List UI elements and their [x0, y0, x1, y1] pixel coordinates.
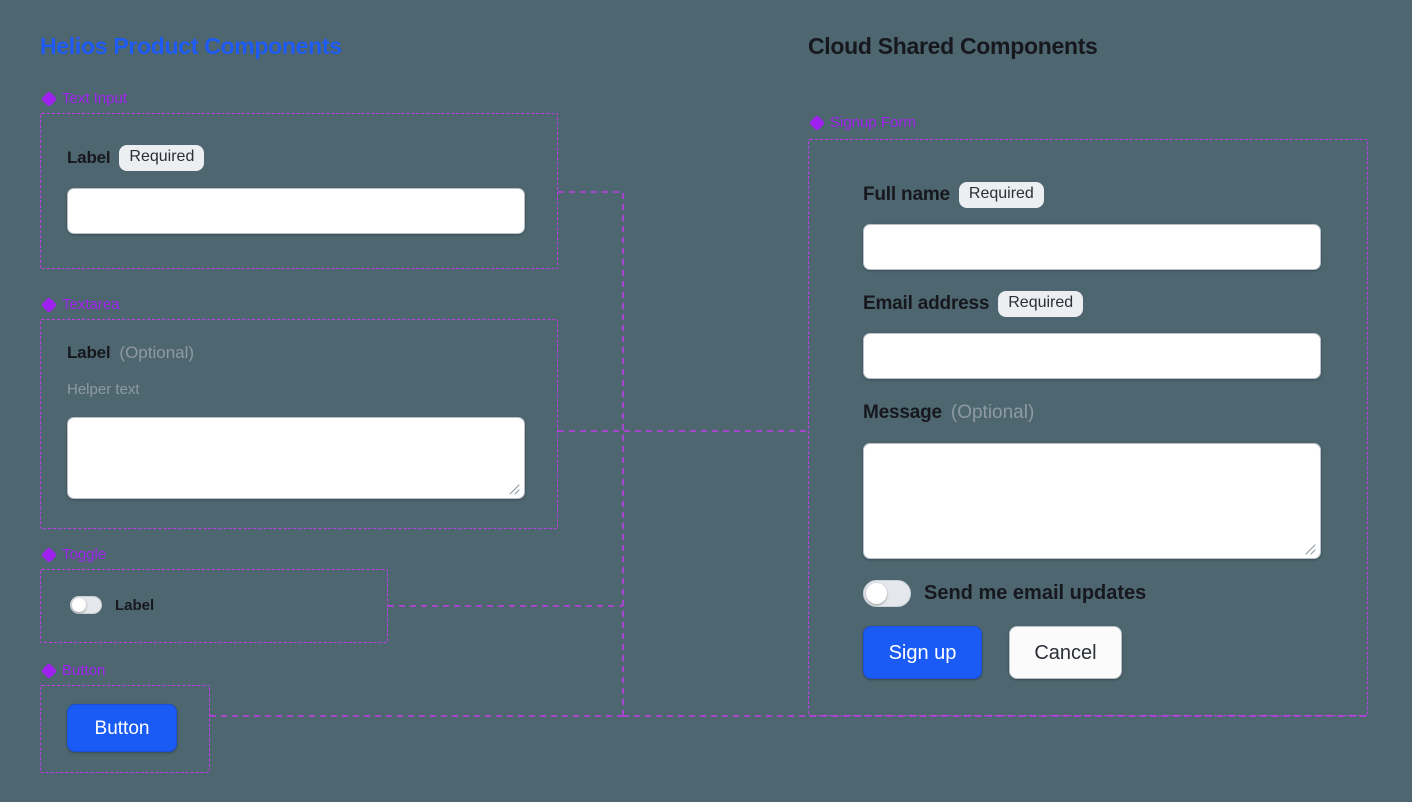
required-badge: Required [958, 182, 1044, 208]
optional-tag: (Optional) [119, 343, 195, 362]
email-label-row: Email address Required [863, 291, 1084, 317]
sign-up-button[interactable]: Sign up [863, 626, 982, 679]
email-wrapper [863, 333, 1321, 379]
email-updates-toggle[interactable] [863, 580, 911, 607]
message-wrapper [863, 443, 1321, 559]
textarea-helper-text: Helper text [67, 381, 140, 398]
frame-toggle [40, 569, 388, 643]
full-name-input[interactable] [863, 224, 1321, 270]
section-label-toggle: Toggle [42, 546, 106, 563]
connector-text-input [558, 191, 624, 716]
component-diamond-icon [42, 91, 56, 106]
text-input-wrapper [67, 188, 525, 234]
message-textarea[interactable] [863, 443, 1321, 559]
section-label-text-input: Text Input [42, 90, 127, 107]
section-label-text: Button [62, 662, 106, 679]
email-updates-label: Send me email updates [924, 582, 1147, 604]
text-input-label-row: Label Required [67, 145, 205, 171]
required-badge: Required [119, 145, 205, 171]
full-name-wrapper [863, 224, 1321, 270]
toggle-knob [866, 583, 887, 604]
section-label-text: Textarea [62, 296, 120, 313]
right-panel-title: Cloud Shared Components [808, 33, 1098, 59]
component-diamond-icon [42, 547, 56, 562]
section-label-text: Signup Form [830, 114, 916, 131]
section-label-text: Text Input [62, 90, 128, 107]
frame-signup-form [808, 139, 1368, 716]
email-updates-toggle-row: Send me email updates [863, 580, 1146, 607]
component-diamond-icon [42, 663, 56, 678]
section-label-textarea: Textarea [42, 296, 120, 313]
section-label-text: Toggle [62, 546, 107, 563]
component-diamond-icon [810, 115, 824, 130]
frame-textarea [40, 319, 558, 529]
left-panel-title: Helios Product Components [40, 33, 342, 59]
email-input[interactable] [863, 333, 1321, 379]
message-label: Message [863, 402, 942, 423]
full-name-label: Full name [863, 183, 950, 205]
toggle-knob [72, 598, 86, 612]
toggle-row: Label [70, 596, 154, 614]
email-label: Email address [863, 292, 990, 314]
full-name-label-row: Full name Required [863, 182, 1044, 208]
frame-button [40, 685, 210, 773]
section-label-button: Button [42, 662, 105, 679]
component-diamond-icon [42, 297, 56, 312]
section-label-signup-form: Signup Form [810, 114, 916, 131]
text-input-label: Label [67, 147, 111, 167]
message-label-row: Message (Optional) [863, 402, 1034, 424]
textarea-wrapper [67, 417, 525, 499]
toggle-switch[interactable] [70, 596, 102, 614]
frame-text-input [40, 113, 558, 269]
signup-form-actions: Sign up Cancel [863, 626, 1122, 679]
cancel-button[interactable]: Cancel [1009, 626, 1122, 679]
textarea-field[interactable] [67, 417, 525, 499]
textarea-label-row: Label (Optional) [67, 343, 194, 363]
textarea-label: Label [67, 343, 111, 362]
text-input-field[interactable] [67, 188, 525, 234]
optional-tag: (Optional) [950, 402, 1035, 423]
required-badge: Required [998, 291, 1084, 317]
toggle-label: Label [115, 596, 155, 614]
demo-button[interactable]: Button [67, 704, 177, 752]
